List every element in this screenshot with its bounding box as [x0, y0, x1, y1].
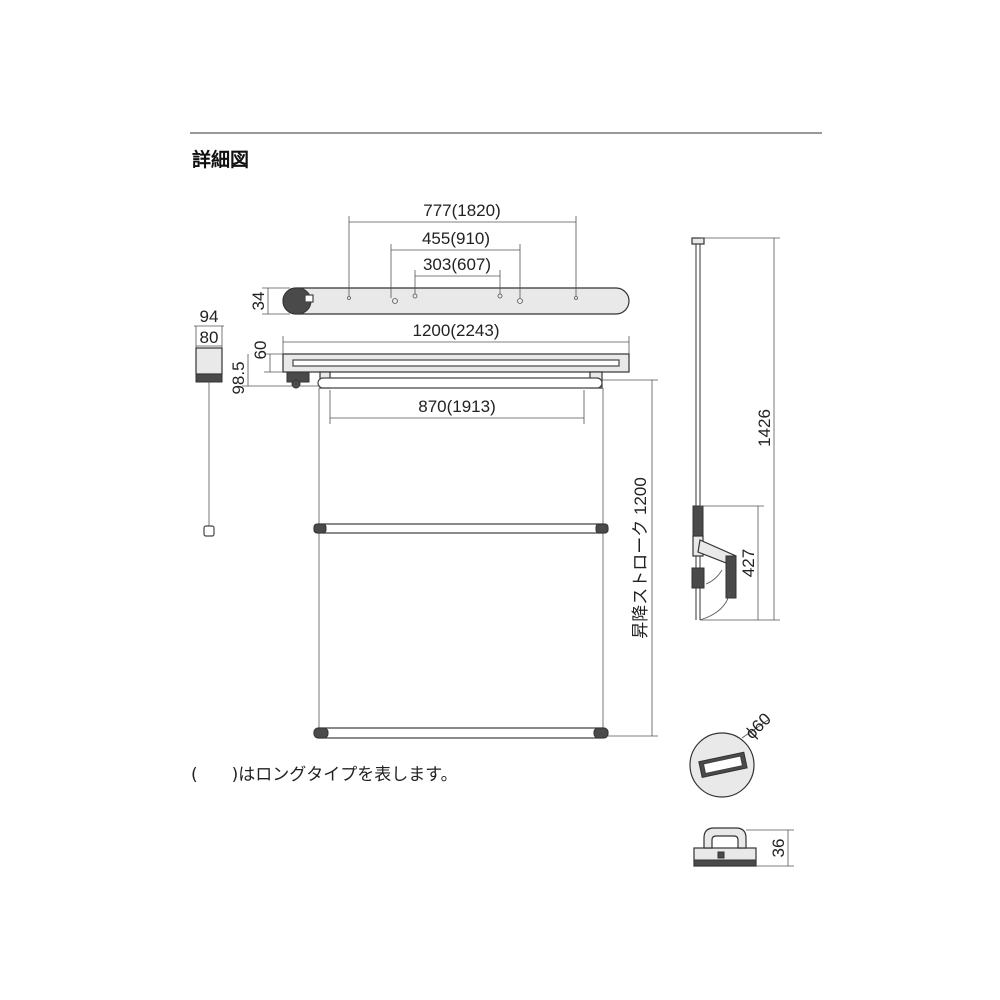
- svg-text:455(910): 455(910): [422, 229, 490, 248]
- pole-section: ϕ60: [689, 709, 775, 798]
- side-view: [691, 237, 737, 621]
- dim-base-height: 60: [251, 341, 283, 373]
- svg-text:94: 94: [200, 307, 219, 326]
- svg-text:1200(2243): 1200(2243): [413, 321, 500, 340]
- dim-bar-span: 870(1913): [329, 390, 585, 424]
- svg-text:303(607): 303(607): [423, 255, 491, 274]
- svg-text:ϕ60: ϕ60: [741, 709, 775, 743]
- dim-arm-height: 427: [700, 505, 764, 620]
- dim-unit-height: 34: [249, 287, 290, 315]
- dim-top-inner: 303(607): [414, 255, 501, 294]
- svg-text:60: 60: [251, 341, 270, 360]
- handle-part: [693, 827, 757, 867]
- front-view-base: [282, 353, 630, 389]
- svg-text:36: 36: [769, 839, 788, 858]
- svg-text:昇降ストローク 1200: 昇降ストローク 1200: [631, 477, 650, 639]
- top-view-unit: [282, 287, 630, 315]
- dim-side-height: 1426: [700, 237, 780, 621]
- footnote: ( )はロングタイプを表します。: [191, 765, 458, 785]
- dim-top-outer: 777(1820): [348, 201, 577, 296]
- svg-text:427: 427: [739, 549, 758, 577]
- svg-text:80: 80: [200, 328, 219, 347]
- pull-cord: [195, 347, 223, 537]
- dim-width-total: 1200(2243): [282, 321, 630, 354]
- dim-pull-outer: 94: [194, 307, 224, 327]
- dim-stroke: 昇降ストローク 1200: [602, 379, 658, 737]
- page-title: 詳細図: [192, 148, 249, 171]
- svg-text:777(1820): 777(1820): [423, 201, 501, 220]
- dim-handle-height: 36: [746, 829, 794, 867]
- svg-text:870(1913): 870(1913): [418, 397, 496, 416]
- dim-base-drop: 98.5: [229, 354, 320, 395]
- svg-text:34: 34: [249, 292, 268, 311]
- svg-text:98.5: 98.5: [229, 361, 248, 394]
- front-view-frame: [313, 388, 609, 739]
- svg-text:1426: 1426: [755, 409, 774, 447]
- dim-top-mid: 455(910): [390, 229, 521, 298]
- dim-pull-inner: 80: [195, 326, 223, 348]
